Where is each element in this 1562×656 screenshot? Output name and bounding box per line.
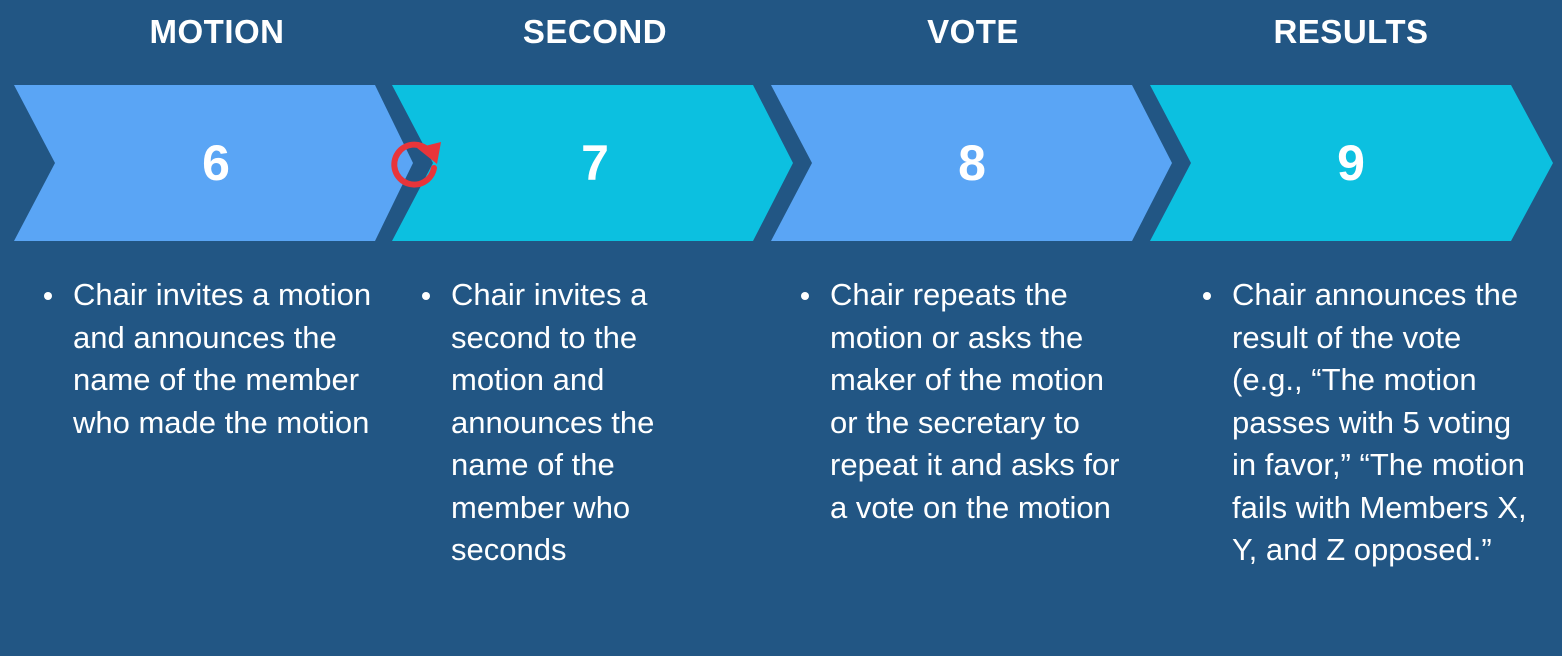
- bullet-item: Chair invites a motion and announces the…: [44, 274, 384, 444]
- step-number-7: 7: [581, 135, 609, 191]
- bullet-list: Chair repeats the motion or asks the mak…: [801, 274, 1131, 529]
- step-heading-motion: MOTION: [149, 13, 285, 50]
- step-description-vote: Chair repeats the motion or asks the mak…: [801, 274, 1131, 529]
- bullet-list: Chair invites a second to the motion and…: [422, 274, 712, 572]
- step-description-motion: Chair invites a motion and announces the…: [44, 274, 384, 444]
- step-heading-results: RESULTS: [1273, 13, 1429, 50]
- bullet-list: Chair invites a motion and announces the…: [44, 274, 384, 444]
- bullet-item: Chair repeats the motion or asks the mak…: [801, 274, 1131, 529]
- bullet-item: Chair announces the result of the vote (…: [1203, 274, 1538, 572]
- bullet-item: Chair invites a second to the motion and…: [422, 274, 712, 572]
- chevron-step-9: [1150, 85, 1553, 241]
- chevron-step-6: [14, 85, 413, 241]
- step-number-9: 9: [1337, 135, 1365, 191]
- step-heading-second: SECOND: [522, 13, 668, 50]
- step-description-results: Chair announces the result of the vote (…: [1203, 274, 1538, 572]
- step-number-8: 8: [958, 135, 986, 191]
- refresh-icon: [391, 141, 441, 188]
- chevron-step-7: [392, 85, 793, 241]
- step-number-6: 6: [202, 135, 230, 191]
- step-description-second: Chair invites a second to the motion and…: [422, 274, 712, 572]
- step-heading-vote: VOTE: [927, 13, 1019, 50]
- chevron-step-8: [771, 85, 1172, 241]
- bullet-list: Chair announces the result of the vote (…: [1203, 274, 1538, 572]
